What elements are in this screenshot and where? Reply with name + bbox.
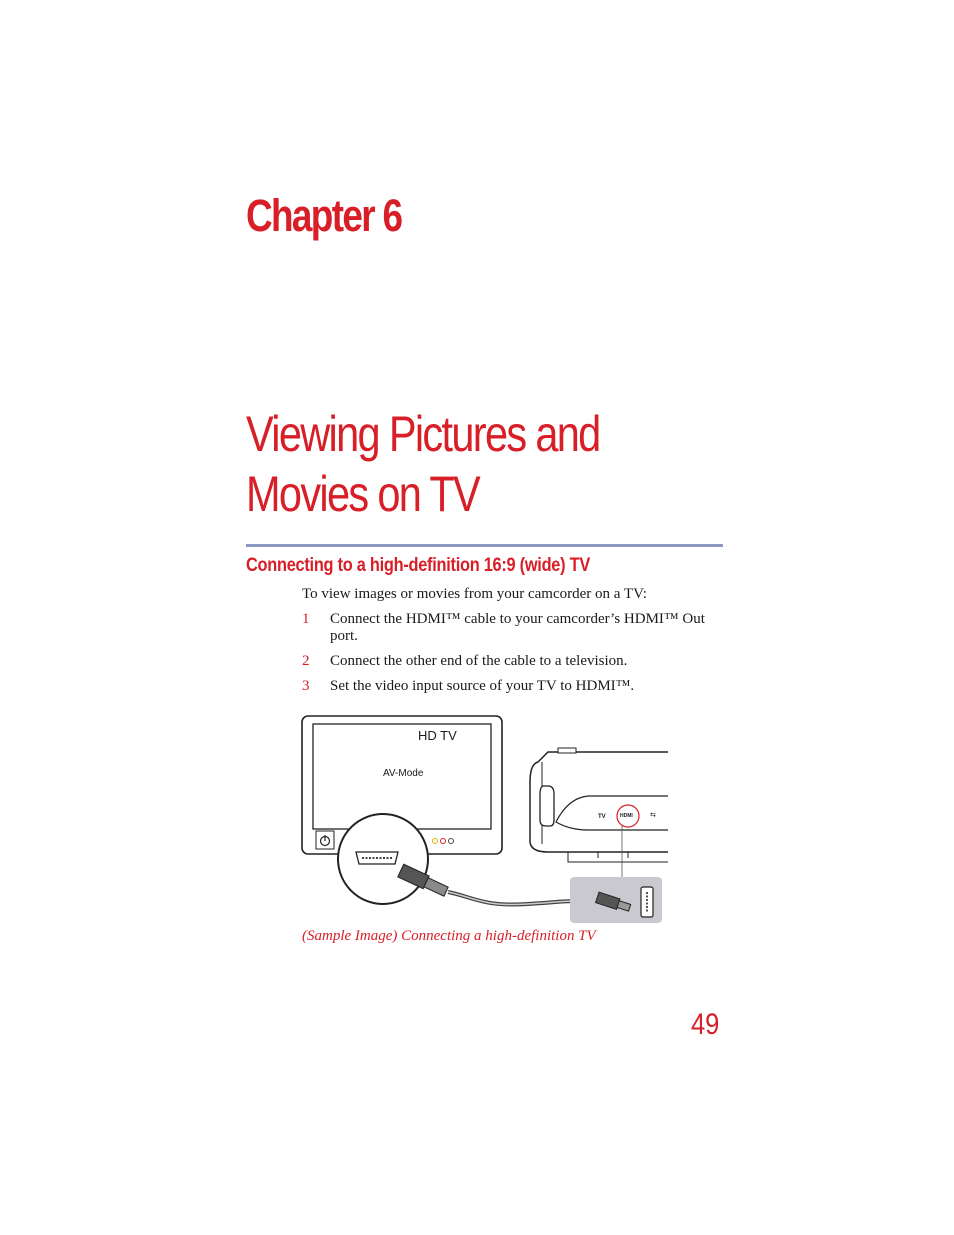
section-heading: Connecting to a high-definition 16:9 (wi… (246, 555, 590, 576)
indicator-light-icon (440, 838, 446, 844)
step-text: Set the video input source of your TV to… (330, 678, 635, 694)
step-number: 2 (302, 653, 310, 669)
figure-caption: (Sample Image) Connecting a high-definit… (302, 928, 596, 944)
step-1: 1 Connect the HDMI™ cable to your camcor… (302, 611, 722, 645)
step-3: 3 Set the video input source of your TV … (302, 678, 634, 695)
camera-tv-port-label: TV (598, 814, 606, 820)
camcorder (529, 747, 668, 863)
step-2: 2 Connect the other end of the cable to … (302, 653, 627, 670)
mini-hdmi-plug-icon (594, 891, 632, 912)
title-line-2: Movies on TV (246, 466, 481, 522)
step-text: Connect the other end of the cable to a … (330, 653, 628, 669)
tv-mode-label: AV-Mode (383, 768, 424, 779)
chapter-heading: Chapter 6 (246, 190, 403, 241)
intro-text: To view images or movies from your camco… (302, 586, 647, 602)
indicator-light-icon (432, 838, 438, 844)
tv-label: HD TV (418, 728, 457, 743)
page-number: 49 (691, 1008, 720, 1041)
page-title: Viewing Pictures and Movies on TV (246, 404, 601, 524)
hdmi-port-highlight (616, 804, 640, 828)
step-number: 1 (302, 611, 310, 627)
step-text: Connect the HDMI™ cable to your camcorde… (330, 611, 705, 644)
usb-icon: ⇆ (650, 812, 656, 819)
title-line-1: Viewing Pictures and (246, 406, 601, 462)
camera-hdmi-port-label: HDMI (620, 813, 633, 819)
section-divider (246, 544, 723, 547)
step-number: 3 (302, 678, 310, 694)
camera-hdmi-port-icon (640, 886, 654, 918)
hdmi-connection-illustration: HD TV AV-Mode TV HDMI ⇆ (301, 715, 668, 923)
hdmi-plug-icon (397, 863, 449, 897)
tv-screen (312, 723, 492, 830)
indicator-light-icon (448, 838, 454, 844)
power-icon (315, 830, 335, 850)
